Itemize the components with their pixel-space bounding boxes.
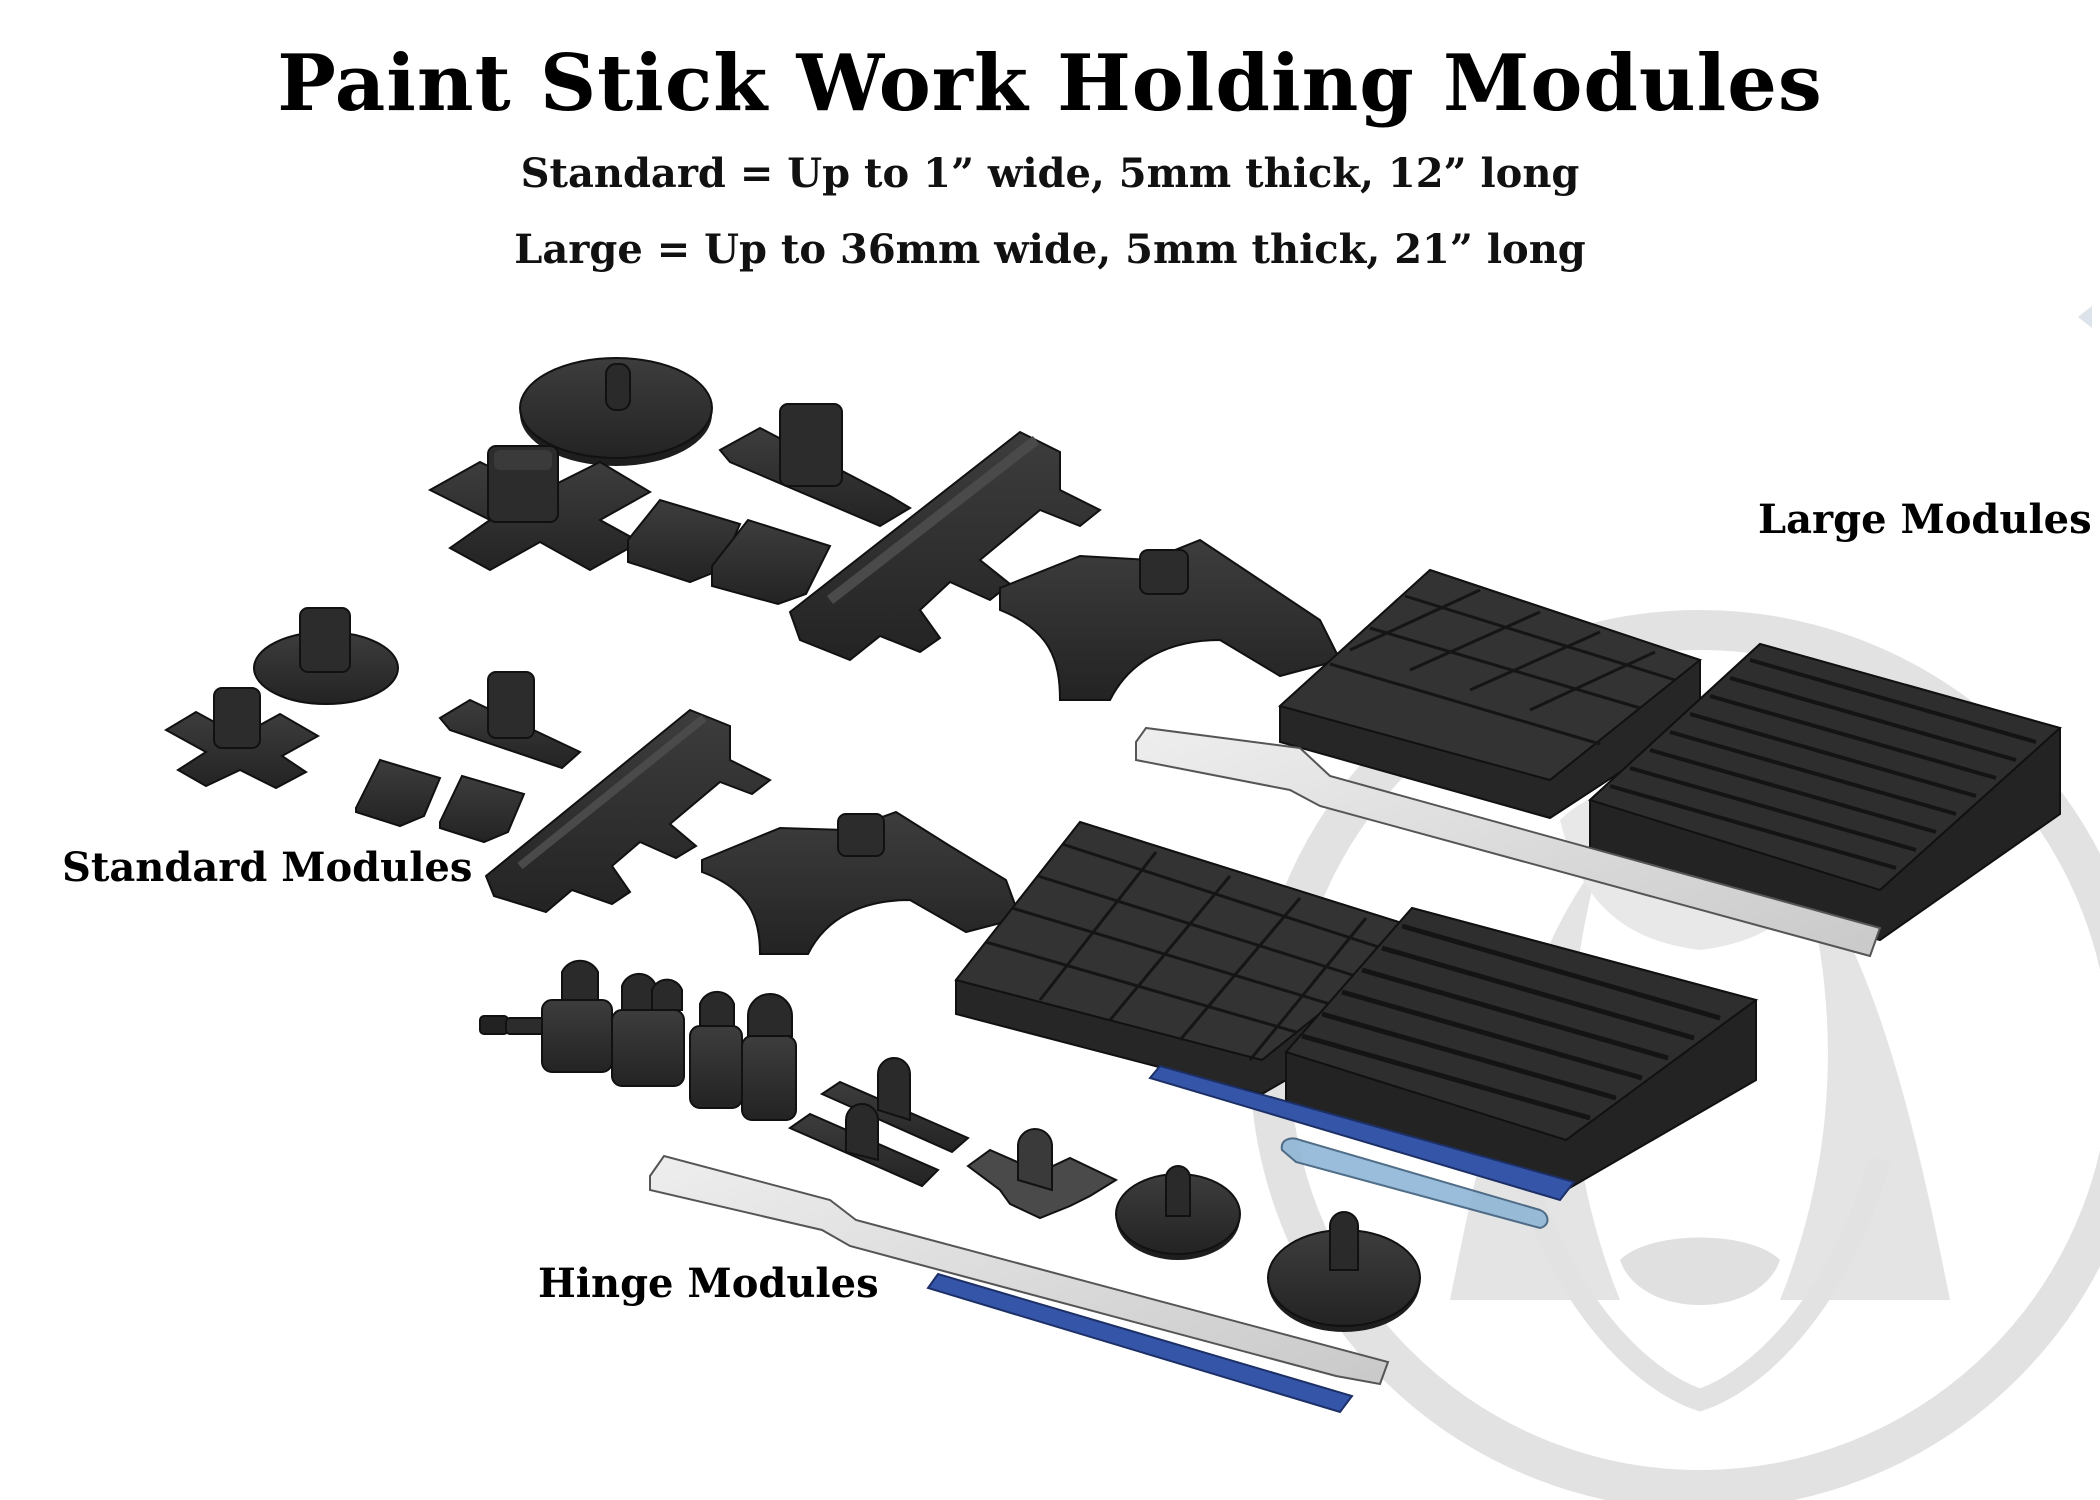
hinge-knuckle-a (541, 959, 613, 1073)
cross-post (427, 445, 652, 572)
cross-post (163, 687, 321, 790)
thumb-screw (479, 1015, 547, 1035)
spec-large: Large = Up to 36mm wide, 5mm thick, 21” … (514, 226, 1586, 273)
slot-grid-block (1588, 642, 2063, 942)
t-post (438, 671, 582, 770)
paint-stick-large (1135, 726, 1882, 958)
round-base-post (253, 607, 399, 705)
arch-bridge (701, 810, 1022, 955)
label-hinge-modules: Hinge Modules (538, 1260, 879, 1307)
arch-bridge (999, 538, 1342, 701)
hinge-knuckle-b (611, 972, 685, 1087)
clear-strip (1280, 1137, 1549, 1230)
label-standard-modules: Standard Modules (62, 844, 473, 891)
spec-standard: Standard = Up to 1” wide, 5mm thick, 12”… (520, 150, 1580, 197)
large-modules-group (427, 357, 2063, 958)
label-large-modules: Large Modules (1758, 496, 2092, 543)
t-post (718, 403, 912, 528)
disc-base-hinge (519, 357, 713, 466)
paint-stick-standard (649, 1154, 1390, 1386)
cross-foot-hinge (966, 1128, 1119, 1220)
blue-strip (926, 1272, 1354, 1414)
standard-modules-group (163, 607, 1759, 1192)
peg-grid-block (1277, 568, 1703, 820)
long-rail (484, 708, 772, 914)
peg-grid-block (954, 820, 1427, 1096)
disc-hinge-small (1115, 1165, 1241, 1260)
corner-arrow-icon (2078, 306, 2092, 328)
slot-grid-block (1284, 906, 1759, 1192)
hinge-knuckle-d (741, 993, 797, 1121)
stick-clip (355, 758, 526, 844)
disc-hinge-large (1267, 1211, 1421, 1332)
hinge-knuckle-c (689, 990, 743, 1109)
stick-clip (627, 498, 832, 606)
blue-strip (1148, 1064, 1576, 1202)
t-foot-hinge (787, 1057, 970, 1188)
page-title: Paint Stick Work Holding Modules (277, 38, 1823, 129)
hinge-modules-group (479, 959, 1576, 1414)
